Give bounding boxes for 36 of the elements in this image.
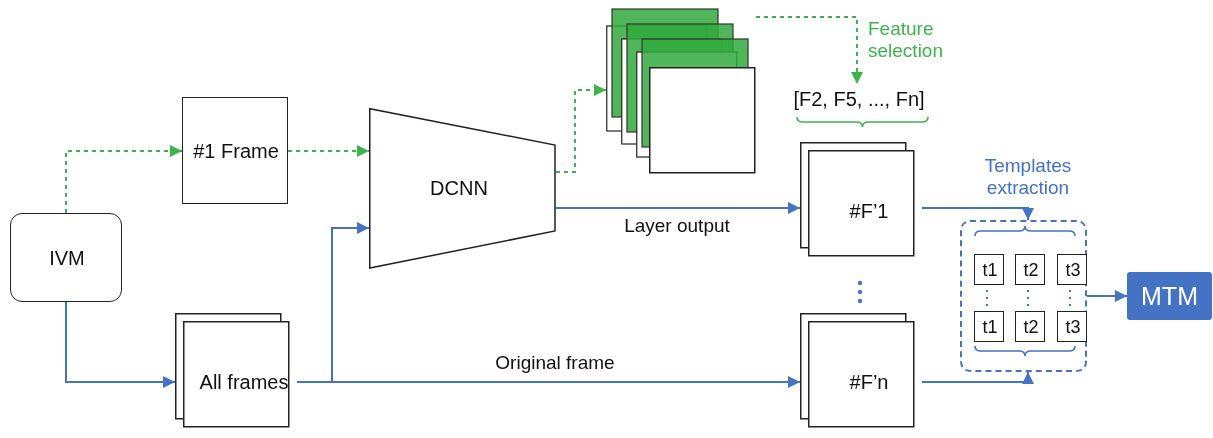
node-label: DCNN [429, 176, 489, 201]
node-label: t1 [981, 259, 999, 283]
node-label: [F2, F5, ..., Fn] [792, 86, 926, 112]
node-label: #1 Frame [192, 139, 280, 164]
node-label: t2 [1022, 259, 1040, 283]
arrow [287, 145, 370, 157]
node-label: All frames [198, 369, 290, 395]
node-label: #F’n [848, 369, 890, 395]
arrow [65, 301, 176, 388]
template-box [974, 311, 1004, 342]
frame-box [182, 97, 288, 204]
feature-map-stack [606, 9, 756, 174]
template-group-box [960, 220, 1087, 372]
arrow [1086, 290, 1128, 302]
node-label: IVM [48, 246, 86, 271]
node-label: t3 [1064, 259, 1082, 283]
template-box [1015, 311, 1045, 342]
node-label: t2 [1022, 316, 1040, 340]
process-box [10, 213, 122, 302]
template-box [1057, 311, 1087, 342]
network-trapezoid [369, 108, 556, 269]
node-label: MTM [1140, 280, 1199, 312]
template-box [974, 254, 1004, 285]
arrow [921, 207, 1034, 221]
arrow [555, 84, 607, 173]
node-label: #F’1 [848, 198, 890, 224]
output-box [1127, 272, 1212, 320]
arrow [755, 16, 863, 85]
arrow [65, 145, 183, 214]
node-label: t3 [1064, 316, 1082, 340]
template-box [1057, 254, 1087, 285]
arrow [921, 371, 1034, 384]
template-box [1015, 254, 1045, 285]
arrow [296, 376, 801, 388]
node-label: t1 [981, 316, 999, 340]
arrow [555, 202, 801, 214]
